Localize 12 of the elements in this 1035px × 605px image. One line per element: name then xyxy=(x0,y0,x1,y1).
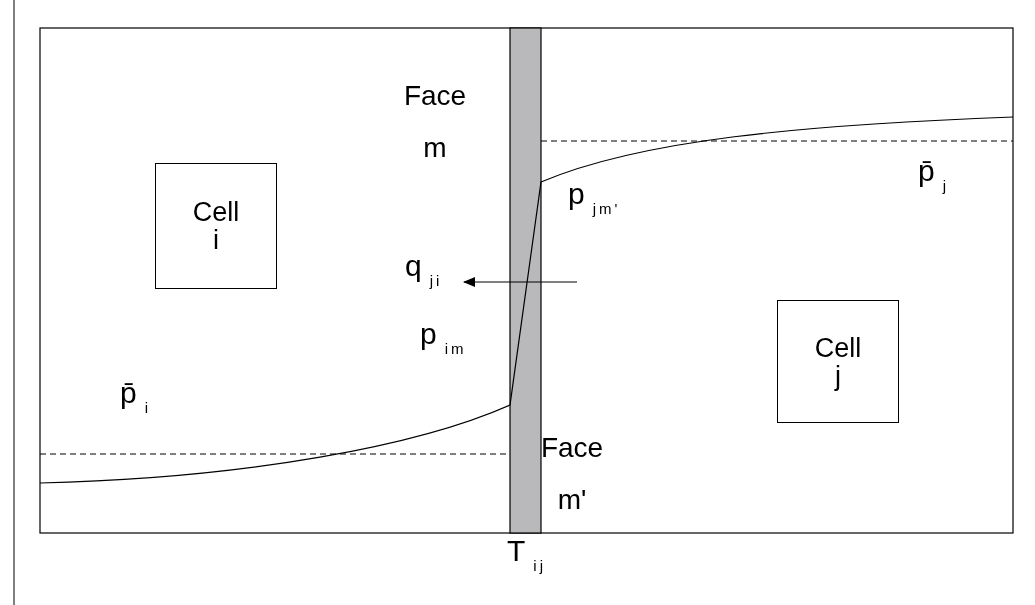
cell-box xyxy=(777,300,899,423)
face-label: Face m xyxy=(402,79,468,165)
pressure-label: p$_{im}$ xyxy=(420,318,467,359)
face-label: Face m' xyxy=(539,431,605,517)
cell-label: Cell j xyxy=(813,333,863,390)
transmissibility-label: T$_{ij}$ xyxy=(507,535,546,576)
cell-box xyxy=(155,163,277,289)
pressure-label: p$_{jm'}$ xyxy=(568,178,621,219)
pressure-label: p̄$_{i}$ xyxy=(120,377,152,418)
pressure-label: p̄$_{j}$ xyxy=(918,155,950,196)
cell-label: Cell i xyxy=(191,198,241,254)
flux-label: q$_{ji}$ xyxy=(405,250,443,291)
